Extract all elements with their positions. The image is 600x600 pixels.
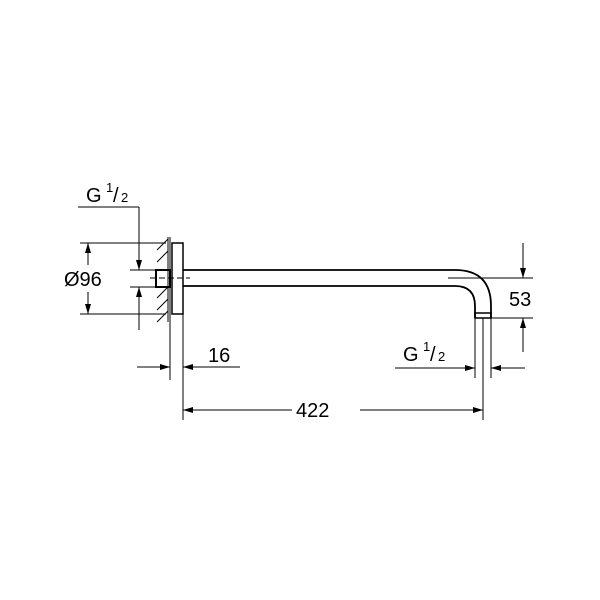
flange-depth-dimension — [137, 314, 240, 420]
wall-hatching — [156, 237, 171, 323]
diameter-label: Ø96 — [64, 269, 102, 291]
thread-right-label: G — [403, 344, 419, 366]
diameter-dimension — [80, 242, 166, 315]
thread-right-slash: / — [430, 344, 436, 366]
thread-right-dimension — [395, 318, 525, 378]
thread-right-den: 2 — [438, 349, 445, 364]
flange-depth-label: 16 — [208, 345, 230, 367]
drop-height-dimension — [448, 243, 533, 352]
total-length-dimension — [183, 318, 484, 420]
total-length-label: 422 — [296, 400, 329, 422]
shower-arm — [183, 269, 492, 318]
thread-left-label: G — [86, 185, 102, 207]
drop-height-label: 53 — [509, 289, 531, 311]
thread-left-num: 1 — [106, 180, 113, 195]
thread-left-den: 2 — [121, 190, 128, 205]
thread-left-dimension — [78, 206, 156, 330]
arm-outlet — [474, 312, 492, 319]
thread-right-num: 1 — [423, 339, 430, 354]
thread-left-slash: / — [113, 185, 119, 207]
